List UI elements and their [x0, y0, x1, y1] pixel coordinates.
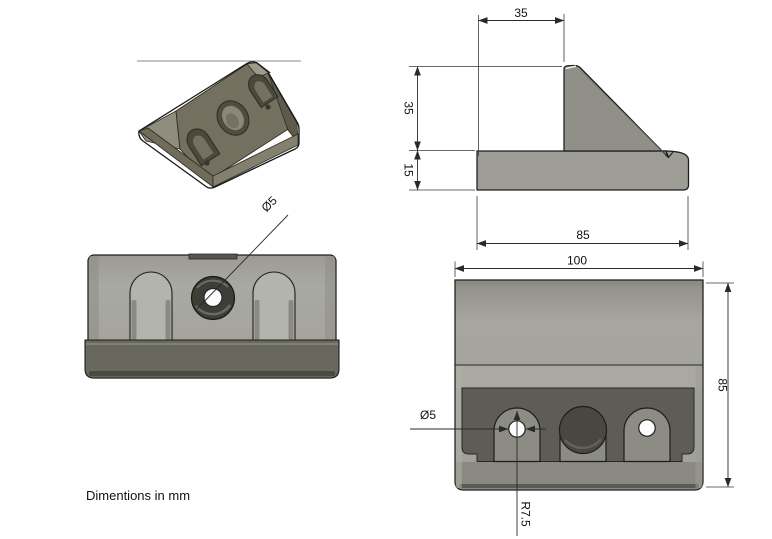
- front-bottom-band: [456, 462, 702, 489]
- dim-hole-diameter-label: Ø5: [259, 193, 280, 214]
- dim-top-width-label: 35: [514, 6, 528, 20]
- top-view: Ø5: [84, 193, 340, 379]
- front-left-wall: [455, 366, 462, 488]
- top-slot-left: [129, 271, 173, 341]
- top-slot-right: [252, 271, 296, 341]
- recess-highlight: [195, 304, 232, 316]
- front-right-wall: [695, 366, 703, 488]
- iso-top-face: [246, 62, 271, 78]
- front-view: 100 85 Ø5 R7.5: [410, 254, 734, 536]
- slot-shade: [254, 300, 260, 340]
- side-chamfer-highlight: [565, 65, 577, 70]
- top-right-shade: [325, 256, 336, 340]
- dim-upper-height-label: 35: [402, 101, 416, 115]
- top-tab: [188, 253, 238, 260]
- dim-base-height-label: 15: [402, 163, 416, 177]
- top-left-shade: [88, 256, 99, 340]
- front-mid-band: [456, 365, 702, 388]
- dim-height-label: 85: [716, 378, 730, 392]
- front-bottom-shadow: [459, 484, 699, 488]
- side-wedge: [563, 64, 670, 159]
- dim-width-label: 100: [567, 254, 587, 268]
- iso-center-hole: [216, 100, 250, 136]
- slot-shade: [288, 300, 294, 340]
- side-view: 35 35 15 85: [402, 6, 690, 250]
- front-center-recess: [558, 405, 608, 455]
- recess-highlight: [564, 438, 602, 450]
- band-shadow: [89, 371, 335, 376]
- side-slope-shade: [579, 69, 666, 155]
- slot-shade: [131, 300, 137, 340]
- iso-slot-right: [248, 74, 279, 109]
- side-notch: [668, 151, 674, 158]
- isometric-view: [137, 60, 301, 189]
- units-note: Dimentions in mm: [86, 488, 190, 503]
- leader-line: [196, 214, 289, 310]
- top-front-band: [84, 339, 340, 379]
- iso-slot-left: [186, 128, 221, 167]
- iso-small-hole: [204, 160, 210, 166]
- top-center-hole: [203, 287, 223, 308]
- recess-highlight: [196, 279, 229, 289]
- front-top-shade: [456, 281, 702, 285]
- slot-shade: [165, 300, 171, 340]
- iso-outline: [138, 61, 300, 189]
- dim-slot-radius-label: R7.5: [519, 501, 533, 527]
- iso-small-hole: [265, 104, 271, 110]
- dim-length-label: 85: [576, 228, 590, 242]
- front-hole-right: [638, 419, 656, 437]
- dim-hole-diameter-label: Ø5: [420, 408, 436, 422]
- iso-base-right-face: [212, 133, 299, 188]
- side-base: [476, 150, 690, 191]
